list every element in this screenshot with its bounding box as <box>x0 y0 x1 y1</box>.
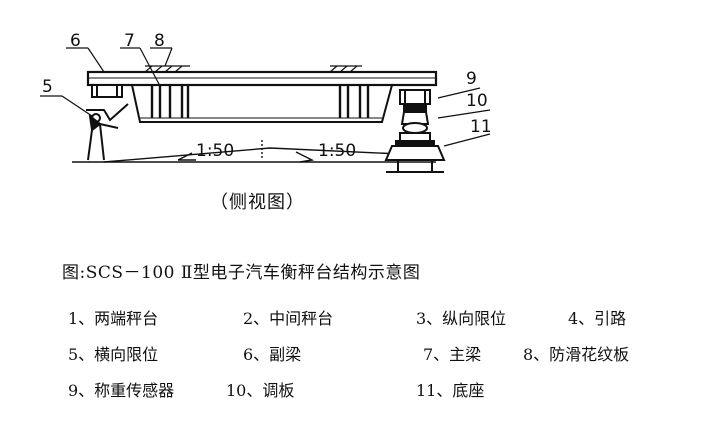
parts-legend: 1、两端秤台 2、中间秤台 3、纵向限位 4、引路 5、横向限位 6、副梁 7、… <box>68 305 708 420</box>
callout-10: 10 <box>466 91 488 111</box>
side-view-diagram: 6 7 8 5 9 10 11 1:50 1:50 <box>40 31 492 173</box>
main-beam-stiffeners <box>150 85 370 118</box>
legend-item: 4、引路 <box>568 309 627 328</box>
legend-item: 2、中间秤台 <box>243 309 334 328</box>
anti-slip-plate <box>144 65 362 73</box>
callout-6: 6 <box>70 31 81 51</box>
legend-item: 5、横向限位 <box>68 345 159 364</box>
callout-5: 5 <box>42 77 53 97</box>
callout-9: 9 <box>466 69 477 89</box>
legend-item: 3、纵向限位 <box>416 309 507 328</box>
slope-arrows <box>177 140 315 163</box>
legend-item: 6、副梁 <box>243 345 302 364</box>
right-support-stack <box>384 89 446 173</box>
legend-item: 7、主梁 <box>423 345 482 364</box>
legend-item: 10、调板 <box>226 381 295 400</box>
left-secondary-beam <box>91 84 123 98</box>
slope-label-right: 1:50 <box>318 141 356 161</box>
figure-title: 图:SCS－100 Ⅱ型电子汽车衡秤台结构示意图 <box>62 263 421 283</box>
view-caption: （侧视图） <box>210 192 305 213</box>
legend-item: 8、防滑花纹板 <box>523 345 630 364</box>
slope-label-left: 1:50 <box>196 141 234 161</box>
callout-11: 11 <box>470 117 492 137</box>
callout-8: 8 <box>154 31 165 51</box>
legend-item: 11、底座 <box>416 381 485 400</box>
legend-item: 9、称重传感器 <box>68 381 175 400</box>
leader-lines <box>40 47 491 147</box>
legend-item: 1、两端秤台 <box>68 309 159 328</box>
main-beam-bottom <box>131 84 393 123</box>
callout-7: 7 <box>124 31 135 51</box>
lateral-limit <box>86 103 129 161</box>
